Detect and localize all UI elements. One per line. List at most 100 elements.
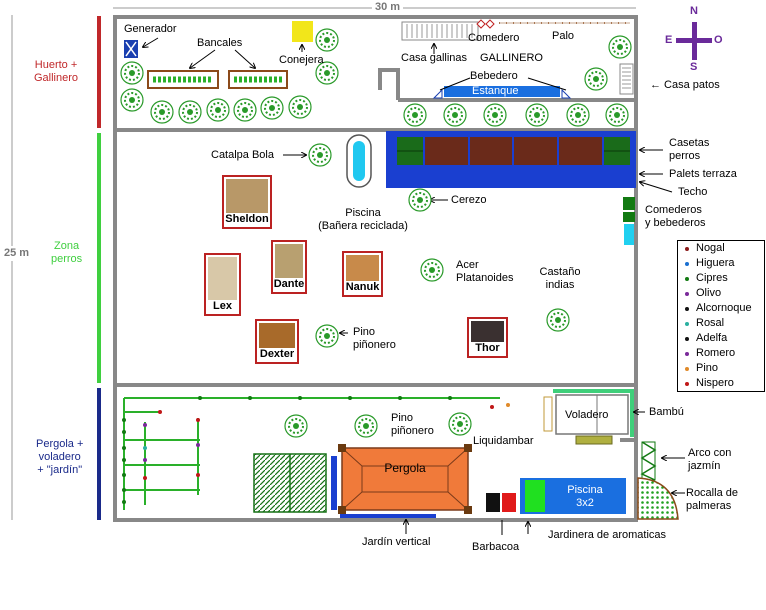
legend-dot-icon — [685, 352, 689, 356]
label-palets-terraza: Palets terraza — [669, 168, 737, 180]
zone-bar-pergola — [97, 388, 101, 520]
terraza — [386, 131, 636, 188]
label-techo: Techo — [678, 186, 708, 198]
label-palo: Palo — [552, 30, 575, 42]
legend-label: Adelfa — [696, 332, 728, 344]
generator-icon — [124, 40, 138, 58]
legend-dot-icon — [685, 382, 689, 386]
legend-item: Nispero — [678, 376, 764, 391]
legend-label: Pino — [696, 362, 719, 374]
label-bambu: Bambú — [649, 406, 684, 418]
legend-item: Cipres — [678, 271, 764, 286]
label-catalpa: Catalpa Bola — [211, 149, 274, 161]
legend-dot-icon — [685, 322, 689, 326]
arco-jazmin — [640, 441, 657, 481]
dog-photo-thor: Thor — [467, 317, 508, 358]
legend-item: Higuera — [678, 256, 764, 271]
legend-item: Nogal — [678, 241, 764, 256]
legend-label: Olivo — [696, 287, 722, 299]
bancal-left — [147, 70, 219, 89]
label-liquidambar: Liquidambar — [473, 435, 534, 447]
irrigation-lines — [123, 397, 500, 510]
legend-label: Romero — [696, 347, 736, 359]
dog-photo-dante: Dante — [271, 240, 307, 294]
jardin-vertical-strip — [340, 514, 436, 518]
legend-dot-icon — [685, 277, 689, 281]
legend-label: Cipres — [696, 272, 728, 284]
dog-photo-nanuk: Nanuk — [342, 251, 383, 297]
dog-photo-dexter: Dexter — [255, 319, 299, 364]
dog-photo-lex: Lex — [204, 253, 241, 316]
legend-item: Pino — [678, 361, 764, 376]
compass-n: N — [690, 5, 698, 17]
width-label: 30 m — [372, 1, 404, 14]
irrigation-dots — [122, 396, 452, 504]
label-bebedero: Bebedero — [470, 70, 518, 82]
zone-bar-perros — [97, 133, 101, 383]
barbacoa-grill — [486, 493, 500, 512]
compass-e: E — [665, 34, 673, 46]
legend-dot-icon — [685, 337, 689, 341]
legend-label: Higuera — [696, 257, 735, 269]
label-piscina-banera: Piscina(Bañera reciclada) — [318, 207, 408, 232]
walls — [113, 15, 638, 522]
banera-pool — [346, 134, 372, 188]
legend-dot-icon — [685, 367, 689, 371]
voladero-box — [555, 394, 629, 435]
compass-s: S — [690, 61, 698, 73]
label-jardinera: Jardinera de aromaticas — [548, 529, 667, 541]
label-gallinero: GALLINERO — [480, 52, 543, 64]
label-jardin-vertical: Jardín vertical — [362, 536, 431, 548]
legend-label: Alcornoque — [696, 302, 752, 314]
legend-item: Olivo — [678, 286, 764, 301]
legend-dot-icon — [685, 262, 689, 266]
bancal-right — [228, 70, 288, 89]
zone-label-pergola: Pergola +voladero+ "jardín" — [36, 438, 84, 476]
pergola-roof — [338, 444, 472, 514]
piscina-3x2 — [520, 478, 626, 514]
label-casa-gallinas: Casa gallinas — [401, 52, 468, 64]
label-conejera: Conejera — [279, 54, 324, 66]
zone-bar-huerto — [97, 16, 101, 128]
legend-label: Nispero — [696, 377, 734, 389]
label-cerezo: Cerezo — [451, 194, 487, 206]
legend-item: Alcornoque — [678, 301, 764, 316]
legend-item: Romero — [678, 346, 764, 361]
casa-gallinas — [401, 21, 479, 41]
compass-rose — [676, 22, 712, 60]
legend-label: Nogal — [696, 242, 725, 254]
label-barbacoa: Barbacoa — [472, 541, 520, 553]
legend-dot-icon — [685, 307, 689, 311]
legend-item: Rosal — [678, 316, 764, 331]
label-comedero: Comedero — [468, 32, 520, 44]
legend-dot-icon — [685, 292, 689, 296]
legend-item: Adelfa — [678, 331, 764, 346]
compass-o: O — [714, 34, 723, 46]
rocalla-mound — [637, 477, 679, 520]
label-generador: Generador — [124, 23, 177, 35]
legend-dot-icon — [685, 247, 689, 251]
conejera-block — [292, 21, 313, 42]
dog-photo-sheldon: Sheldon — [222, 175, 272, 229]
zone-label-huerto: Huerto +Gallinero — [34, 59, 79, 84]
height-label: 25 m — [4, 246, 30, 261]
label-pergola: Pergola — [384, 461, 426, 475]
label-estanque: Estanque — [472, 85, 519, 97]
label-bancales: Bancales — [197, 37, 243, 49]
label-casa-patos: ← Casa patos — [650, 79, 720, 91]
legend-label: Rosal — [696, 317, 725, 329]
estanque-rect — [444, 86, 560, 97]
